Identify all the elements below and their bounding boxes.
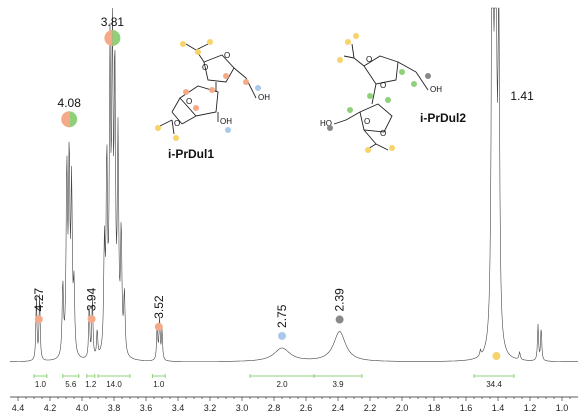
peak-marker-2.75 xyxy=(278,331,286,340)
oxygen-label: O xyxy=(366,55,372,64)
x-tick-label: 2.6 xyxy=(300,403,313,413)
x-tick-label: 3.8 xyxy=(108,403,121,413)
compound-label-i-prdul2: i-PrDul2 xyxy=(420,111,466,125)
oxygen-label: O xyxy=(224,51,230,60)
x-tick-label: 1.8 xyxy=(428,403,441,413)
peak-label: 2.75 xyxy=(275,304,289,328)
x-tick-label: 3.6 xyxy=(140,403,153,413)
structure-i-prdul2-markers xyxy=(327,33,431,153)
peak-label: 3.52 xyxy=(152,295,166,319)
spectrum-trace xyxy=(10,7,578,362)
x-tick-label: 3.4 xyxy=(172,403,185,413)
peak-annotations: 3.81 4.08 4.27 3.94 3.52 2.75 2.39 1.41 xyxy=(32,15,534,360)
x-tick-label: 1.4 xyxy=(492,403,505,413)
x-tick-label: 3.2 xyxy=(204,403,217,413)
peak-marker-4.08 xyxy=(61,111,78,128)
structure-i-prdul2 xyxy=(333,43,429,151)
integral-value: 3.9 xyxy=(332,380,344,389)
hydroxyl-label: OH xyxy=(258,93,270,102)
hydroxyl-label: HO xyxy=(320,119,332,128)
oxygen-label: O xyxy=(174,119,180,128)
peak-label: 4.27 xyxy=(32,288,46,312)
integral-regions: 1.0 5.6 1.2 14.0 1.0 2.0 3.9 34.4 xyxy=(33,374,515,389)
x-tick-label: 2.4 xyxy=(332,403,345,413)
integral-value: 2.0 xyxy=(276,380,288,389)
oxygen-label: O xyxy=(186,97,192,106)
structure-i-prdul1-atoms: O O O O OH OH xyxy=(174,51,270,128)
integral-value: 1.0 xyxy=(35,380,47,389)
x-tick-label: 1.2 xyxy=(524,403,537,413)
oxygen-label: O xyxy=(380,129,386,138)
oxygen-label: O xyxy=(202,63,208,72)
peak-marker-3.94 xyxy=(87,315,96,324)
peak-marker-1.41 xyxy=(492,352,501,360)
integral-value: 5.6 xyxy=(65,380,77,389)
structure-i-prdul2-atoms: O O O O OH HO xyxy=(320,55,442,138)
x-tick-label: 2.2 xyxy=(364,403,377,413)
x-tick-label: 2.0 xyxy=(396,403,409,413)
hydroxyl-label: OH xyxy=(220,117,232,126)
peak-marker-3.81 xyxy=(104,30,121,46)
integral-value: 14.0 xyxy=(106,380,122,389)
peak-label: 3.81 xyxy=(101,15,125,29)
peak-label: 4.08 xyxy=(58,96,82,110)
peak-marker-3.52 xyxy=(154,322,163,331)
x-tick-label: 1.6 xyxy=(460,403,473,413)
peak-marker-2.39 xyxy=(335,315,344,324)
peak-marker-4.27 xyxy=(34,315,43,324)
x-tick-label: 1.0 xyxy=(556,403,569,413)
x-tick-label: 3.0 xyxy=(236,403,249,413)
x-tick-label: 4.0 xyxy=(76,403,89,413)
peak-label: 3.94 xyxy=(85,287,99,311)
peak-label: 1.41 xyxy=(510,89,534,103)
x-tick-label: 4.2 xyxy=(44,403,57,413)
x-tick-label: 4.4 xyxy=(12,403,25,413)
hydroxyl-label: OH xyxy=(430,85,442,94)
structure-i-prdul1-markers xyxy=(155,39,261,141)
integral-value: 34.4 xyxy=(486,380,502,389)
integral-value: 1.2 xyxy=(85,380,97,389)
oxygen-label: O xyxy=(380,81,386,90)
x-tick-label: 2.8 xyxy=(268,403,281,413)
compound-label-i-prdul1: i-PrDul1 xyxy=(168,147,214,161)
x-axis: 4.4 4.2 4.0 3.8 3.6 3.4 3.2 3.0 2.8 2.6 2.4 2.2 2.0 1… xyxy=(10,396,578,413)
oxygen-label: O xyxy=(364,117,370,126)
peak-label: 2.39 xyxy=(333,288,347,312)
integral-value: 1.0 xyxy=(153,380,165,389)
